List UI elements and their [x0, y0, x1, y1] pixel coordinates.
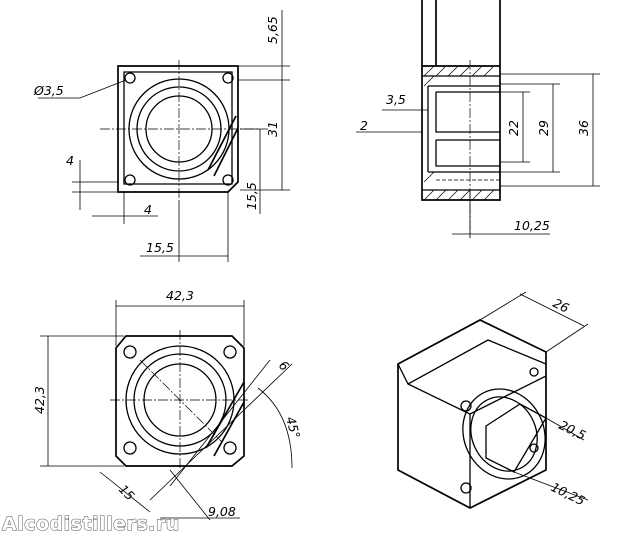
dim-plan-height: 42,3 — [32, 386, 47, 414]
front-hole-br — [222, 174, 234, 186]
isometric-view: 26 20,5 10,25 — [397, 291, 589, 509]
dim-plan-width: 42,3 — [166, 288, 194, 303]
section-view: 3,5 2 22 29 36 10,25 — [356, 0, 600, 238]
iso-slot — [485, 403, 547, 473]
dim-iso-depth: 26 — [551, 295, 572, 315]
dim-angle: 45° — [283, 415, 303, 440]
plan-hole-tl — [123, 345, 137, 359]
front-slot-edge — [207, 115, 237, 171]
iso-bore — [462, 388, 546, 480]
front-hole-bl — [124, 174, 136, 186]
dim-middle-29: 29 — [536, 120, 551, 136]
dim-height-31: 31 — [265, 121, 280, 137]
dim-bottom-small: 4 — [144, 202, 152, 217]
watermark: Alcodistillers.ru — [2, 513, 180, 535]
plan-hole-br — [223, 441, 237, 455]
dim-iso-slot-w: 20,5 — [557, 417, 589, 443]
iso-outline — [397, 319, 547, 509]
dim-chamfer: 15 — [116, 482, 138, 504]
plan-hole-bl — [123, 441, 137, 455]
section-outline — [421, 65, 501, 201]
dim-step: 3,5 — [386, 92, 406, 107]
front-hole-leader — [38, 79, 127, 99]
dim-bottom-width: 15,5 — [146, 240, 174, 255]
dim-outer-36: 36 — [576, 120, 591, 136]
dim-inner-22: 22 — [506, 120, 521, 136]
front-view: Ø3,5 5,65 31 4 4 15,5 15,5 — [33, 10, 290, 262]
plan-hole-tr — [223, 345, 237, 359]
front-hole-tr — [222, 72, 234, 84]
dim-hole-dia: Ø3,5 — [33, 83, 64, 98]
dim-wall: 2 — [360, 118, 368, 133]
dim-distance: 9,08 — [208, 504, 236, 519]
dim-iso-slot-d: 10,25 — [549, 479, 588, 508]
plan-outline — [115, 335, 245, 467]
dim-offset: 10,25 — [514, 218, 550, 233]
dim-left-small: 4 — [66, 153, 74, 168]
dim-right-lower: 15,5 — [244, 182, 259, 210]
dim-top-offset: 5,65 — [265, 16, 280, 44]
front-inner-frame — [123, 71, 233, 185]
plan-view: 42,3 42,3 6 45° 15 9,08 — [32, 288, 303, 521]
front-hole-tl — [124, 72, 136, 84]
